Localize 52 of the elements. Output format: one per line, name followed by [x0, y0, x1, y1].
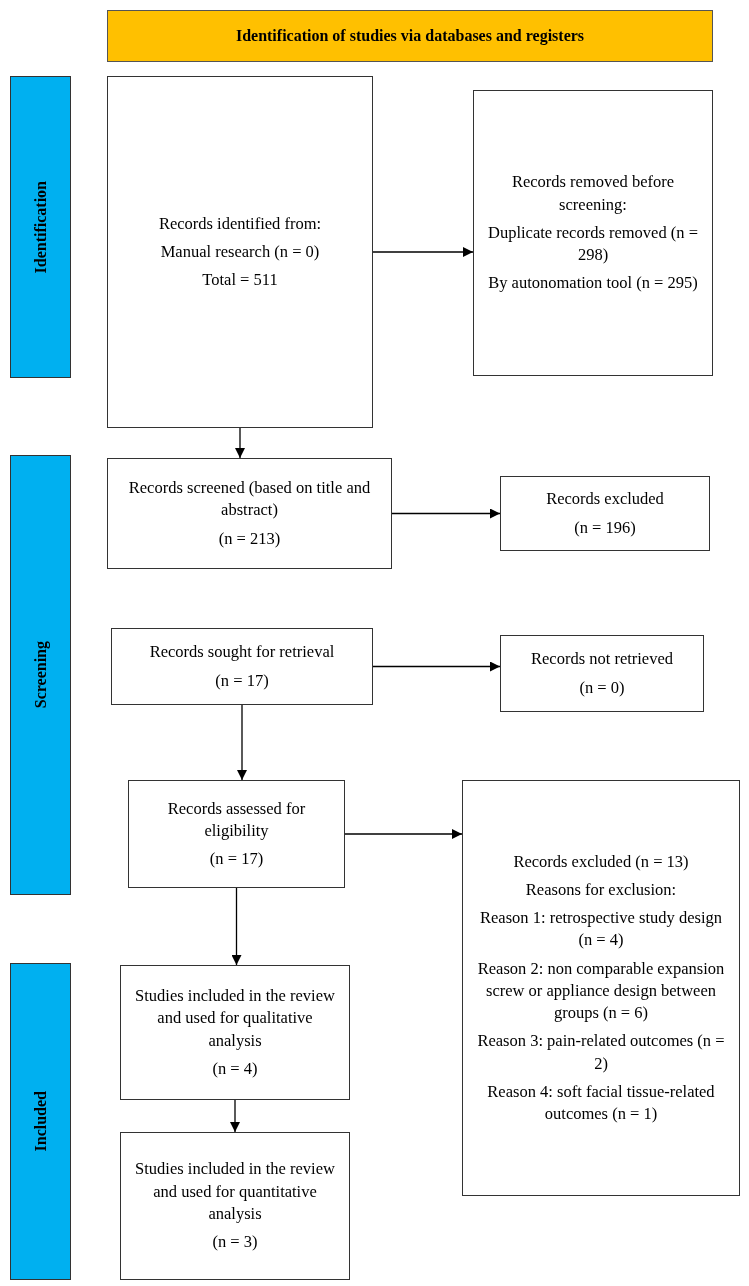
process-box — [473, 90, 713, 376]
arrow — [372, 661, 501, 672]
process-box — [111, 628, 373, 705]
title-banner — [107, 10, 713, 62]
arrow — [235, 427, 245, 459]
process-box — [462, 780, 740, 1196]
box-text: Records sought for retrieval — [149, 641, 335, 664]
phase-band — [10, 76, 71, 378]
box-text: Records identified from: — [158, 212, 322, 235]
box-text: (n = 196) — [574, 516, 636, 539]
box-text: Records excluded — [546, 488, 664, 511]
box-text: Duplicate records removed (n = 298) — [487, 221, 699, 267]
box-text: (n = 213) — [218, 527, 281, 550]
box-text: Reason 2: non comparable expansion screw or appliance design between groups (n = 6) — [476, 957, 726, 1025]
box-text: Records screened (based on title and abstract) — [127, 477, 372, 522]
arrow — [372, 247, 474, 257]
process-box — [120, 965, 350, 1100]
process-box — [107, 76, 373, 428]
phase-band — [10, 455, 71, 895]
process-box — [500, 635, 704, 712]
box-text: Studies included in the review and used for qualitative analysis — [134, 984, 336, 1052]
box-text: (n = 4) — [212, 1057, 258, 1080]
process-box — [120, 1132, 350, 1280]
phase-band — [10, 963, 71, 1280]
title-text: Identification of studies via databases and registers — [235, 26, 585, 47]
box-text: (n = 17) — [215, 669, 269, 692]
box-text: Manual research (n = 0) — [160, 240, 320, 263]
arrow — [231, 887, 242, 966]
process-box — [500, 476, 710, 551]
box-text: Records excluded (n = 13) — [513, 850, 689, 873]
arrow — [237, 704, 247, 781]
phase-label: Screening — [30, 641, 50, 709]
box-text: By autonomation tool (n = 295) — [488, 272, 698, 295]
phase-label: Included — [30, 1091, 50, 1152]
box-text: Records not retrieved — [531, 648, 673, 671]
box-text: Reasons for exclusion: — [525, 878, 677, 901]
box-text: Reason 3: pain-related outcomes (n = 2) — [476, 1030, 726, 1075]
process-box — [128, 780, 345, 888]
box-text: (n = 0) — [579, 676, 625, 699]
box-text: Total = 511 — [202, 269, 278, 292]
box-text: Reason 1: retrospective study design (n = 4) — [479, 907, 723, 952]
box-text: (n = 3) — [212, 1231, 258, 1254]
box-text: Records removed before screening: — [510, 171, 676, 216]
arrow — [391, 508, 501, 519]
box-text: Studies included in the review and used for quantitative analysis — [134, 1158, 336, 1225]
box-text: (n = 17) — [209, 848, 264, 871]
box-text: Records assessed for eligibility — [166, 797, 307, 842]
arrow — [344, 829, 463, 839]
phase-label: Identification — [30, 180, 50, 274]
arrow — [230, 1099, 240, 1133]
box-text: Reason 4: soft facial tissue-related outcomes (n = 1) — [486, 1080, 716, 1126]
process-box — [107, 458, 392, 569]
